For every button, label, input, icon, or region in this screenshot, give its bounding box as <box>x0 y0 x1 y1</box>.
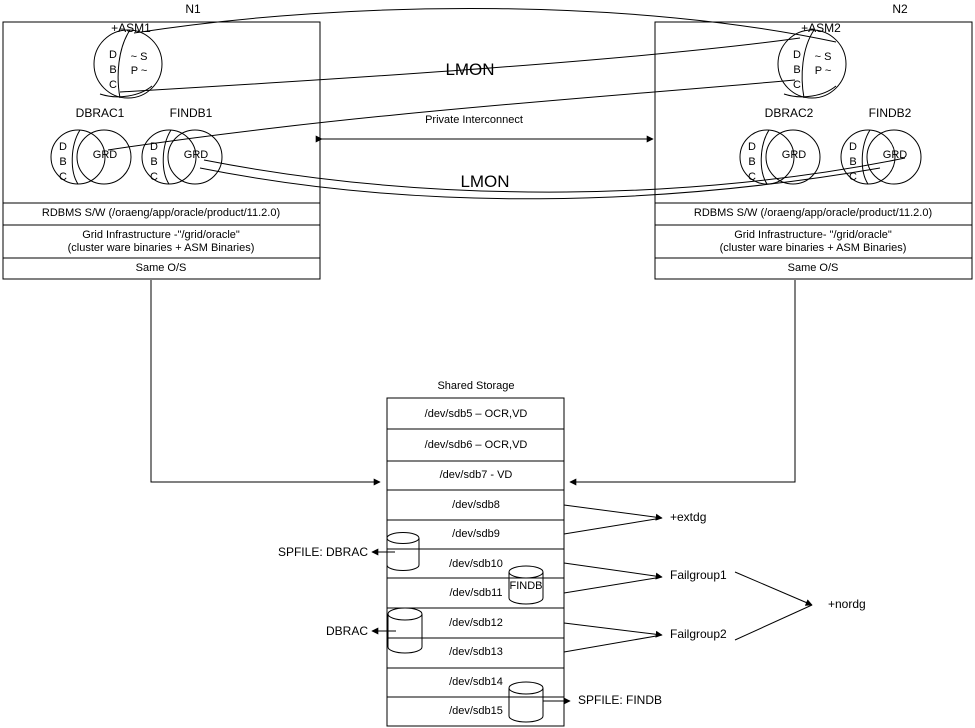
findb1-letter-c: C <box>150 171 158 183</box>
disk-row-sdb11: /dev/sdb11 <box>449 587 503 599</box>
findb-cylinder-label: FINDB <box>509 580 543 592</box>
extdg-connector <box>563 504 663 535</box>
n1-stack-os: Same O/S <box>135 262 187 274</box>
lmon-bottom-arc-2 <box>203 157 906 193</box>
dbrac1-letter-d: D <box>59 141 67 153</box>
n1-stack-grid-line2: (cluster ware binaries + ASM Binaries) <box>67 242 255 254</box>
annotation-spfile-dbrac: SPFILE: DBRAC <box>277 545 368 559</box>
lmon-mid-line-1 <box>119 37 801 93</box>
findb2-grd-label: GRD <box>882 149 908 161</box>
n2-stack-grid-line2: (cluster ware binaries + ASM Binaries) <box>719 242 907 254</box>
shared-storage-table <box>386 397 565 727</box>
shared-storage-title: Shared Storage <box>437 380 515 392</box>
disk-row-sdb7: /dev/sdb7 - VD <box>439 469 513 481</box>
asm1-circle-glyph <box>93 29 163 99</box>
asm2-circle-glyph <box>777 29 847 99</box>
disk-row-sdb6: /dev/sdb6 – OCR,VD <box>424 439 528 451</box>
findb1-grd-label: GRD <box>183 149 209 161</box>
findb2-title: FINDB2 <box>868 106 912 120</box>
findb1-circle-glyph <box>141 129 223 185</box>
failgroup1-connector <box>563 562 663 594</box>
lmon-top-label: LMON <box>445 60 495 79</box>
disk-row-sdb5: /dev/sdb5 – OCR,VD <box>424 408 528 420</box>
dbrac2-letter-d: D <box>748 141 756 153</box>
dbrac1-letter-c: C <box>59 171 67 183</box>
asm1-letter-b: B <box>109 64 117 76</box>
dbrac1-title: DBRAC1 <box>75 106 125 120</box>
node-n2-box <box>654 21 973 280</box>
findb1-letter-b: B <box>150 156 158 168</box>
dbrac2-title: DBRAC2 <box>764 106 814 120</box>
dbrac2-letter-b: B <box>748 156 756 168</box>
asm2-sp-top: ~ S <box>814 51 832 63</box>
private-interconnect-label: Private Interconnect <box>425 114 523 126</box>
failgroup2-connector <box>563 622 663 653</box>
dbrac2-letter-c: C <box>748 171 756 183</box>
asm1-letter-c: C <box>109 79 117 91</box>
dbrac1-grd-label: GRD <box>92 149 118 161</box>
findb1-letter-d: D <box>150 141 158 153</box>
asm1-letter-d: D <box>109 49 117 61</box>
asm2-letter-d: D <box>793 49 801 61</box>
asm2-sp-bottom: P ~ <box>814 65 832 77</box>
disk-row-sdb12: /dev/sdb12 <box>449 617 503 629</box>
asm2-letter-c: C <box>793 79 801 91</box>
findb2-letter-d: D <box>849 141 857 153</box>
node-label-n2: N2 <box>892 2 908 16</box>
disk-row-sdb9: /dev/sdb9 <box>452 528 500 540</box>
n2-stack-rdbms: RDBMS S/W (/oraeng/app/oracle/product/11… <box>693 207 933 219</box>
annotation-nordg: +nordg <box>828 597 866 611</box>
findb-cylinder-glyph <box>508 565 544 605</box>
node-n1-box <box>2 21 321 280</box>
asm1-sp-top: ~ S <box>130 51 148 63</box>
n2-storage-connector <box>569 280 796 486</box>
lmon-bottom-label: LMON <box>460 172 510 191</box>
asm2-letter-b: B <box>793 64 801 76</box>
lmon-bottom-arc <box>199 167 881 200</box>
n2-stack-grid-line1: Grid Infrastructure- "/grid/oracle" <box>734 229 892 241</box>
n1-storage-connector <box>150 280 381 486</box>
findb2-letter-b: B <box>849 156 857 168</box>
disk-row-sdb10: /dev/sdb10 <box>449 558 503 570</box>
dbrac1-circle-glyph <box>50 129 132 185</box>
dbrac1-letter-b: B <box>59 156 67 168</box>
lmon-top-arc <box>133 8 837 43</box>
annotation-failgroup1: Failgroup1 <box>670 568 727 582</box>
nordg-connector <box>734 571 813 641</box>
asm1-sp-bottom: P ~ <box>130 65 148 77</box>
n1-stack-rdbms: RDBMS S/W (/oraeng/app/oracle/product/11… <box>41 207 281 219</box>
annotation-failgroup2: Failgroup2 <box>670 627 727 641</box>
asm1-title: +ASM1 <box>111 21 151 35</box>
annotation-spfile-findb: SPFILE: FINDB <box>578 693 663 707</box>
findb2-letter-c: C <box>849 171 857 183</box>
dbrac2-grd-label: GRD <box>781 149 807 161</box>
disk-row-sdb15: /dev/sdb15 <box>449 705 503 717</box>
disk-row-sdb14: /dev/sdb14 <box>449 676 503 688</box>
n1-stack-grid-line1: Grid Infrastructure -"/grid/oracle" <box>82 229 240 241</box>
disk-row-sdb13: /dev/sdb13 <box>449 646 503 658</box>
annotation-dbrac: DBRAC <box>325 624 368 638</box>
node-label-n1: N1 <box>185 2 201 16</box>
findb2-circle-glyph <box>840 129 922 185</box>
asm2-title: +ASM2 <box>801 21 841 35</box>
findb1-title: FINDB1 <box>169 106 213 120</box>
annotation-extdg: +extdg <box>670 510 707 524</box>
lmon-mid-line-2 <box>107 79 796 151</box>
disk-row-sdb8: /dev/sdb8 <box>452 499 500 511</box>
n2-stack-os: Same O/S <box>787 262 839 274</box>
spfile-findb-cylinder-glyph <box>508 681 544 723</box>
